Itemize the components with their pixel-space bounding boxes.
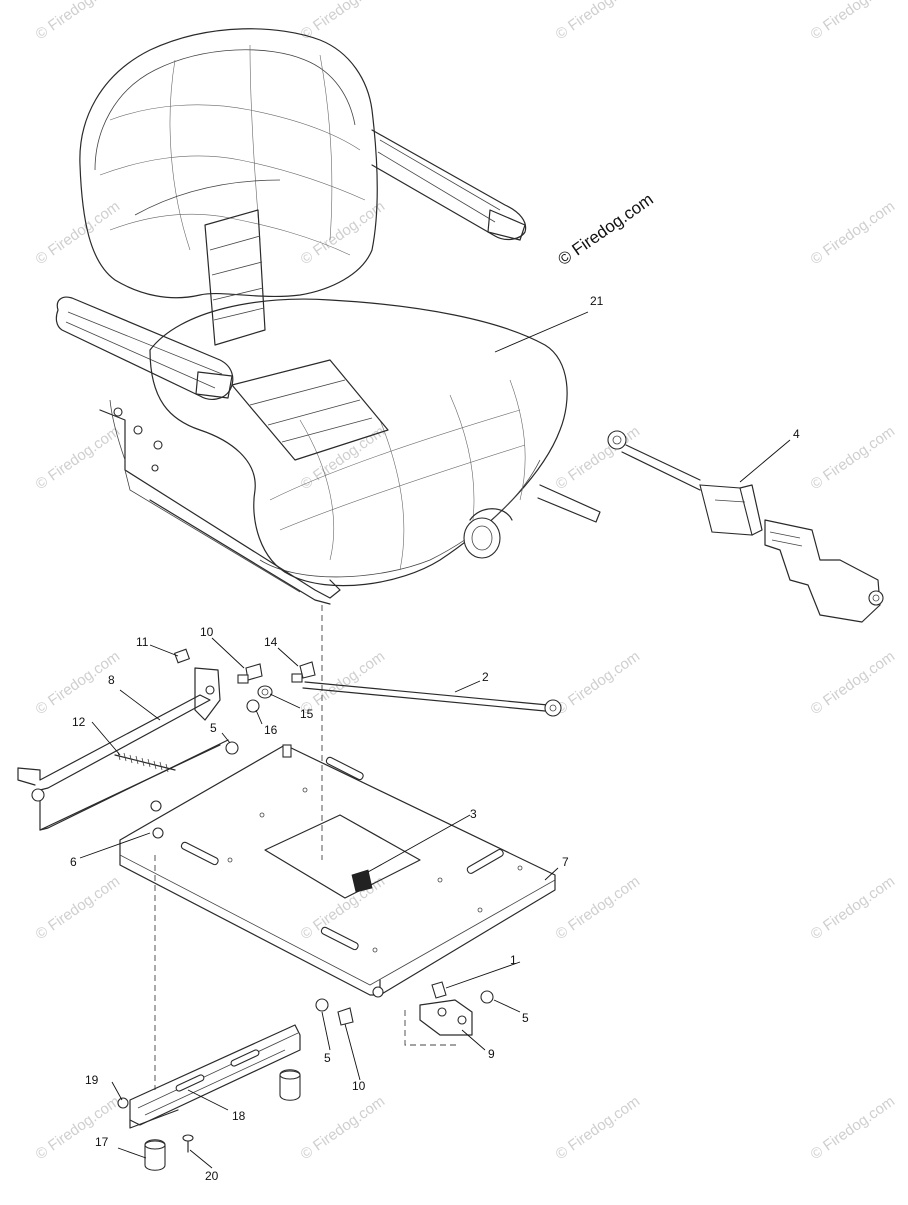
callout-5: 5 [210, 721, 217, 735]
callout-5: 5 [324, 1051, 331, 1065]
callout-2: 2 [482, 670, 489, 684]
callout-11: 11 [136, 635, 149, 649]
callout-14: 14 [264, 635, 278, 649]
callout-19: 19 [85, 1073, 99, 1087]
alignment-lines [154, 605, 460, 1090]
leader-lines [79, 311, 791, 1169]
callout-5: 5 [522, 1011, 529, 1025]
callout-16: 16 [264, 723, 278, 737]
callout-10: 10 [352, 1079, 366, 1093]
callout-12: 12 [72, 715, 86, 729]
watermark: © Firedog.com [808, 423, 899, 493]
lower-hardware [315, 981, 494, 1036]
watermark: © Firedog.com [298, 1093, 389, 1163]
watermark: © Firedog.com [298, 423, 389, 493]
watermark: © Firedog.com [33, 0, 124, 43]
watermark: © Firedog.com [808, 873, 899, 943]
callout-15: 15 [300, 707, 314, 721]
callout-3: 3 [470, 807, 477, 821]
callout-6: 6 [70, 855, 77, 869]
watermark: © Firedog.com [553, 0, 644, 43]
callout-18: 18 [232, 1109, 246, 1123]
credit-label: © Firedog.com [554, 190, 656, 270]
watermark: © Firedog.com [33, 423, 124, 493]
watermark: © Firedog.com [33, 873, 124, 943]
spring-12 [114, 751, 176, 773]
watermark: © Firedog.com [808, 0, 899, 43]
watermark: © Firedog.com [553, 648, 644, 718]
seat-assembly [55, 28, 601, 605]
callout-4: 4 [793, 427, 800, 441]
watermark: © Firedog.com [808, 648, 899, 718]
hardware-cluster [173, 648, 316, 755]
callout-9: 9 [488, 1047, 495, 1061]
watermark: © Firedog.com [553, 873, 644, 943]
callout-labels: 21 4 2 3 7 1 5 9 5 10 11 10 14 15 16 5 8… [70, 294, 800, 1183]
watermark: © Firedog.com [553, 1093, 644, 1163]
slide-rail-8 [17, 694, 229, 831]
callout-7: 7 [562, 855, 569, 869]
callout-1: 1 [510, 953, 517, 967]
watermark: © Firedog.com [808, 1093, 899, 1163]
watermark: © Firedog.com [33, 1093, 124, 1163]
callout-20: 20 [205, 1169, 219, 1183]
callout-21: 21 [590, 294, 604, 308]
watermark: © Firedog.com [33, 198, 124, 268]
watermark-layer: © Firedog.com © Firedog.com © Firedog.co… [33, 0, 899, 1163]
seat-belt-assembly [607, 430, 884, 623]
mount-plate-7 [119, 744, 556, 998]
slide-rail-18 [117, 1024, 301, 1171]
watermark: © Firedog.com [553, 423, 644, 493]
callout-10: 10 [200, 625, 214, 639]
watermark: © Firedog.com [808, 198, 899, 268]
callout-17: 17 [95, 1135, 109, 1149]
callout-8: 8 [108, 673, 115, 687]
cable-2 [302, 681, 562, 717]
